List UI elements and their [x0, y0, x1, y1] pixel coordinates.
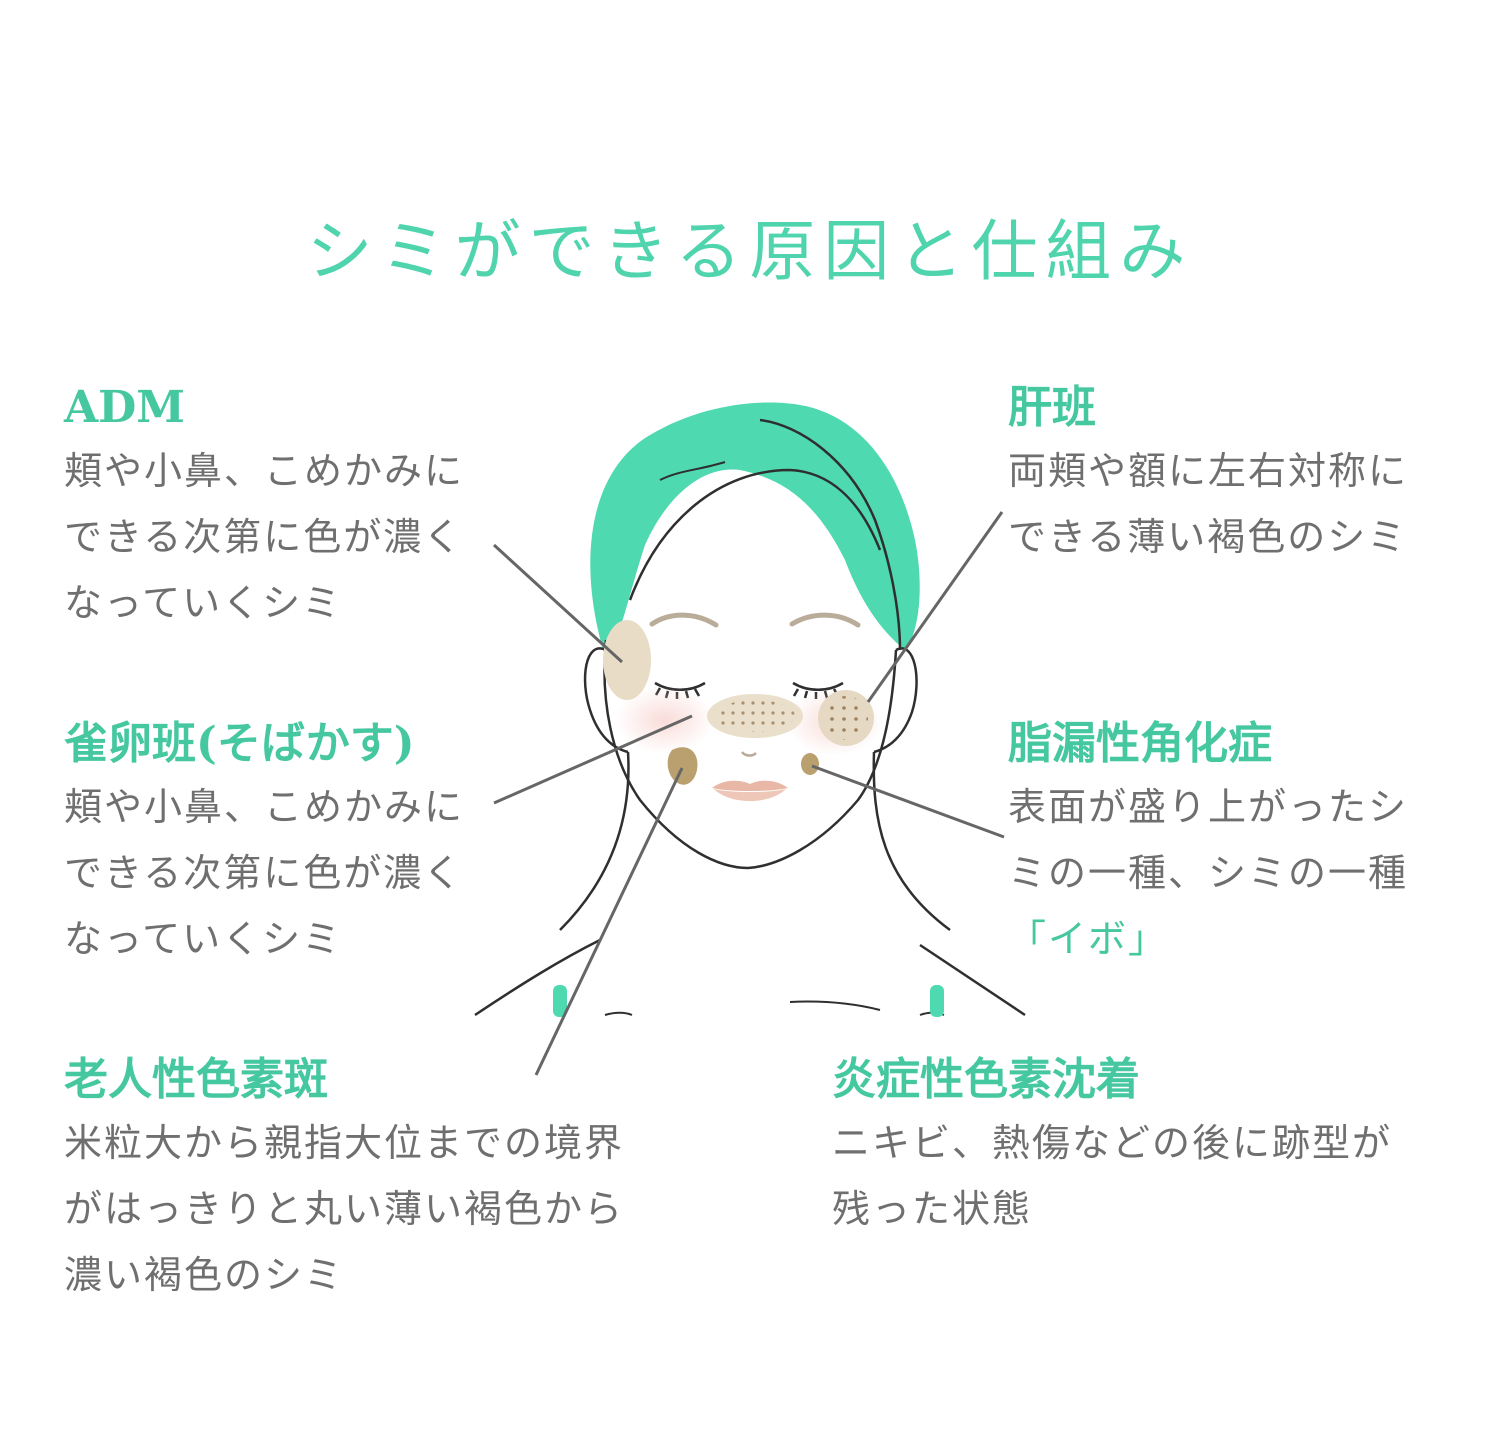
lips-lower — [714, 789, 786, 801]
label-line: 頬や小鼻、こめかみに — [64, 785, 465, 829]
blush-left — [615, 686, 715, 754]
label-line: ニキビ、熱傷などの後に跡型が — [832, 1121, 1393, 1165]
label-line: がはっきりと丸い薄い褐色から — [64, 1187, 625, 1231]
spot-shiro — [801, 753, 819, 775]
label-rojin: 老人性色素斑 米粒大から親指大位までの境界 がはっきりと丸い薄い褐色から 濃い褐… — [64, 1050, 624, 1308]
label-line: 表面が盛り上がったシ — [1008, 785, 1409, 829]
hair-shape — [590, 402, 920, 660]
label-line: 残った状態 — [832, 1187, 1033, 1231]
left-ear — [583, 647, 629, 754]
pointer-shiro — [811, 764, 1005, 839]
label-line: なっていくシミ — [64, 917, 343, 961]
label-line: 濃い褐色のシミ — [64, 1253, 345, 1297]
label-line: できる次第に色が濃く — [64, 851, 464, 895]
label-heading: 脂漏性角化症 — [1008, 718, 1272, 769]
neck-left — [559, 751, 630, 931]
label-line: ミの一種、シミの一種 — [1008, 851, 1409, 895]
label-heading: 炎症性色素沈着 — [832, 1054, 1140, 1105]
label-heading: 雀卵班(そばかす) — [64, 718, 415, 769]
page-title: シミができる原因と仕組み — [306, 213, 1194, 290]
label-sobakasu: 雀卵班(そばかす) 頬や小鼻、こめかみに できる次第に色が濃く なっていくシミ — [64, 714, 464, 972]
right-eyebrow — [789, 612, 861, 628]
label-heading: ADM — [64, 382, 185, 433]
pointer-adm — [492, 543, 624, 664]
pointer-rojin — [534, 767, 684, 1076]
pointer-sobakasu — [493, 714, 693, 805]
label-line: できる薄い褐色のシミ — [1008, 515, 1408, 559]
right-ear — [873, 647, 918, 754]
label-ensho: 炎症性色素沈着 ニキビ、熱傷などの後に跡型が 残った状態 — [832, 1050, 1392, 1242]
neck-right — [872, 751, 951, 932]
label-line: 米粒大から親指大位までの境界 — [64, 1121, 625, 1165]
label-heading: 老人性色素斑 — [64, 1054, 328, 1105]
label-line: 両頬や額に左右対称に — [1008, 449, 1409, 493]
spot-temple-adm — [603, 620, 651, 700]
label-line: できる次第に色が濃く — [64, 515, 464, 559]
pointer-kanpan — [866, 511, 1004, 703]
label-heading: 肝班 — [1008, 382, 1096, 433]
label-line: なっていくシミ — [64, 581, 343, 625]
label-line-accent: 「イボ」 — [1008, 917, 1169, 961]
label-shiro: 脂漏性角化症 表面が盛り上がったシ ミの一種、シミの一種 「イボ」 — [1008, 714, 1408, 972]
spot-rojin — [667, 747, 698, 785]
shoulder-right — [919, 943, 1026, 1017]
strap-right — [930, 985, 944, 1017]
left-eyebrow — [649, 612, 719, 628]
label-kanpan: 肝班 両頬や額に左右対称に できる薄い褐色のシミ — [1008, 378, 1408, 570]
label-adm: ADM 頬や小鼻、こめかみに できる次第に色が濃く なっていくシミ — [64, 378, 464, 636]
strap-left — [553, 985, 567, 1017]
label-line: 頬や小鼻、こめかみに — [64, 449, 465, 493]
lips-upper — [712, 780, 788, 791]
nose — [741, 751, 757, 757]
shoulder-left — [474, 938, 601, 1017]
